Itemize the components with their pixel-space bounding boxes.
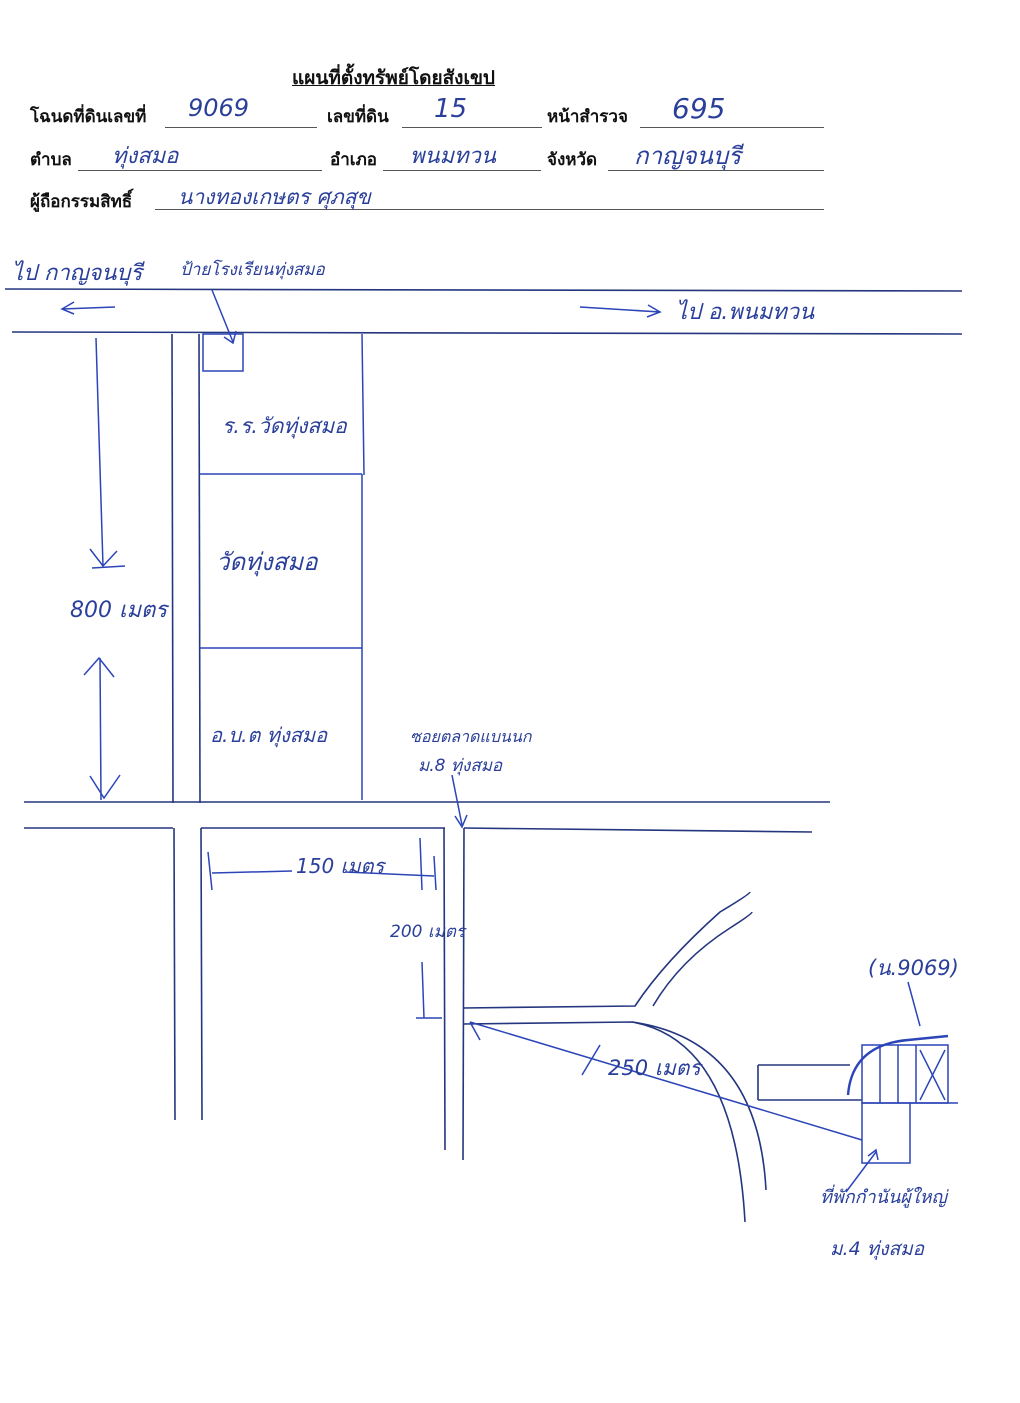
land-number-label: เลขที่ดิน xyxy=(327,107,389,127)
deed-number-field xyxy=(165,107,317,128)
to-phanom-thuan-label: ไป อ.พนมทวน xyxy=(676,300,815,325)
distance-250-label: 250 เมตร xyxy=(608,1056,701,1080)
province-field xyxy=(608,150,824,171)
arrow-right-icon xyxy=(579,304,662,318)
junction-label-line2: ม.8 ทุ่งสมอ xyxy=(418,756,503,776)
tambon-office-label: อ.บ.ต ทุ่งสมอ xyxy=(210,723,328,747)
distance-150-label: 150 เมตร xyxy=(296,854,385,878)
sign-pointer-arrow xyxy=(211,289,237,345)
house-pointer-arrow xyxy=(845,1148,879,1193)
junction-pointer-arrow xyxy=(451,774,468,829)
land-number-value: 15 xyxy=(434,94,468,124)
school-label: ร.ร.วัดทุ่งสมอ xyxy=(222,414,347,438)
subdistrict-label: ตำบล xyxy=(30,150,72,170)
owner-value: นางทองเกษตร ศุภสุข xyxy=(178,185,371,209)
survey-page-field xyxy=(640,107,824,128)
form-title: แผนที่ตั้งทรัพย์โดยสังเขป xyxy=(292,67,495,89)
province-value: กาญจนบุรี xyxy=(634,142,742,170)
province-label: จังหวัด xyxy=(547,150,598,170)
to-kanchanaburi-label: ไป กาญจนบุรี xyxy=(12,261,143,286)
junction-label-line1: ซอยตลาดแบนนก xyxy=(410,727,532,746)
soi-road xyxy=(443,827,465,1161)
main-road xyxy=(4,288,963,335)
house-parcel xyxy=(846,981,958,1164)
land-number-field xyxy=(402,107,542,128)
district-label: อำเภอ xyxy=(330,150,377,170)
building-plots xyxy=(200,333,365,800)
arrow-left-icon xyxy=(60,301,116,315)
curved-lane xyxy=(462,891,767,1223)
dimension-200-marker xyxy=(416,961,442,1019)
temple-label: วัดทุ่งสมอ xyxy=(216,548,318,576)
distance-800-label: 800 เมตร xyxy=(70,598,168,623)
district-field xyxy=(383,150,541,171)
owner-field xyxy=(155,189,824,210)
school-sign-label: ป้ายโรงเรียนทุ่งสมอ xyxy=(180,260,325,280)
headman-house-label-line1: ที่พักกำนันผู้ใหญ่ xyxy=(820,1187,947,1208)
survey-page-value: 695 xyxy=(672,92,726,125)
headman-house-label-line2: ม.4 ทุ่งสมอ xyxy=(830,1238,925,1260)
distance-200-label: 200 เมตร xyxy=(390,922,466,942)
deed-number-label: โฉนดที่ดินเลขที่ xyxy=(30,107,147,127)
dimension-150-marker xyxy=(207,837,437,891)
dimension-800-marker xyxy=(83,337,126,801)
survey-page-label: หน้าสำรวจ xyxy=(547,107,628,127)
cross-road xyxy=(24,801,830,833)
district-value: พนมทวน xyxy=(410,144,496,169)
side-road-vertical xyxy=(171,333,203,1121)
dimension-250-marker xyxy=(469,1021,863,1141)
subdistrict-field xyxy=(78,150,322,171)
house-access-lane xyxy=(757,1064,862,1101)
parcel-label: (น.9069) xyxy=(868,956,959,980)
deed-number-value: 9069 xyxy=(188,94,250,122)
subdistrict-value: ทุ่งสมอ xyxy=(112,144,179,169)
owner-label: ผู้ถือกรรมสิทธิ์ xyxy=(30,192,133,212)
